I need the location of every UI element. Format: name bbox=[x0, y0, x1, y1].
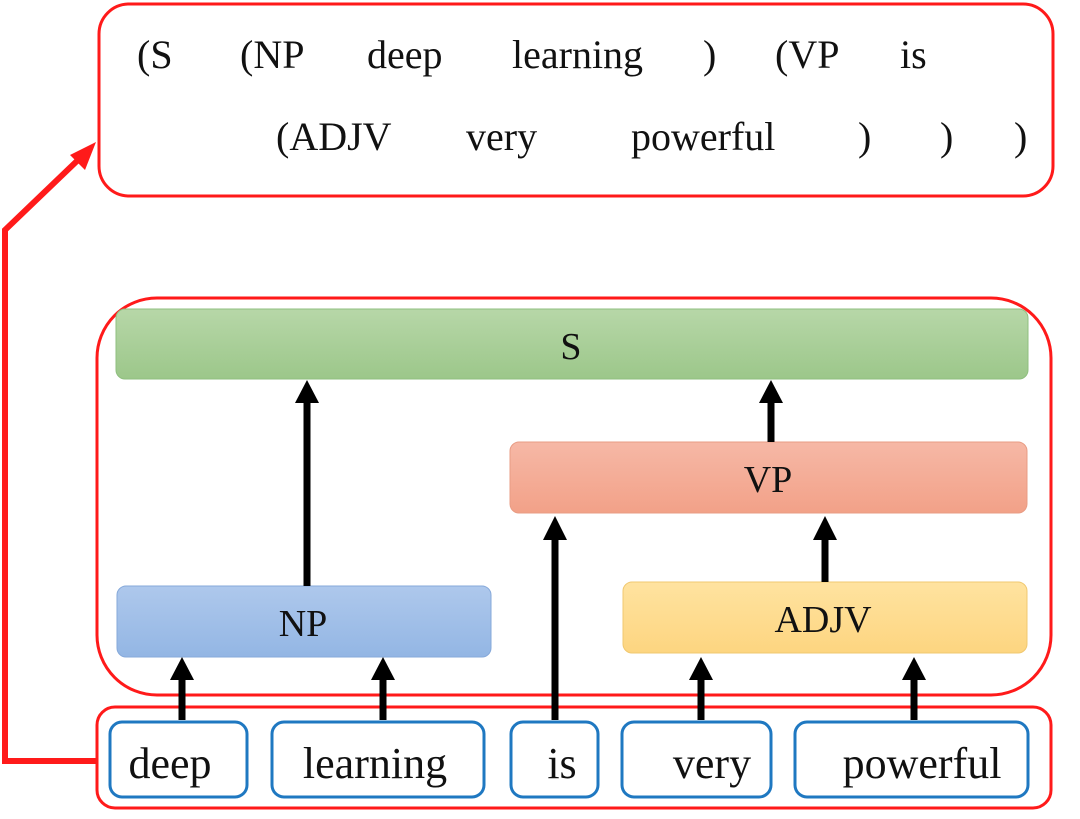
bracket-line-1: (S (NP deep learning ) (VP is bbox=[137, 32, 927, 77]
word-label-powerful: powerful bbox=[843, 739, 1002, 788]
word-box-very bbox=[620, 720, 773, 799]
bracket-token: powerful bbox=[631, 114, 775, 159]
word-label-learning: learning bbox=[303, 739, 447, 788]
arrow-powerful-to-adjv bbox=[902, 657, 926, 720]
arrow-is-to-vp bbox=[543, 516, 567, 720]
bracket-token: very bbox=[466, 114, 537, 159]
bracket-token: (S bbox=[137, 32, 173, 77]
bracket-token: learning bbox=[512, 32, 643, 77]
node-s-label: S bbox=[560, 326, 581, 368]
bracket-token: (VP bbox=[775, 32, 839, 77]
bracket-token: ) bbox=[1014, 114, 1027, 159]
arrow-adjv-to-vp bbox=[813, 516, 837, 582]
word-label-is: is bbox=[547, 739, 576, 788]
connector-arrow bbox=[2, 142, 97, 764]
bracket-token: ) bbox=[940, 114, 953, 159]
tree-arrows bbox=[170, 380, 926, 720]
node-vp-label: VP bbox=[744, 459, 793, 501]
bracket-token: ) bbox=[703, 32, 716, 77]
arrow-learning-to-np bbox=[371, 657, 395, 720]
bracket-token: is bbox=[900, 32, 927, 77]
word-label-deep: deep bbox=[128, 739, 211, 788]
bracket-token: deep bbox=[367, 32, 443, 77]
bracket-line-2: (ADJV very powerful ) ) ) bbox=[276, 114, 1027, 159]
arrow-vp-to-s bbox=[759, 380, 783, 442]
word-label-very: very bbox=[673, 739, 751, 788]
word-box-learning bbox=[270, 720, 486, 799]
connector-arrowhead bbox=[70, 142, 96, 170]
word-box-is bbox=[509, 720, 600, 799]
node-np-label: NP bbox=[279, 603, 328, 645]
arrow-deep-to-np bbox=[170, 657, 194, 720]
bracket-token: ) bbox=[858, 114, 871, 159]
bracket-token: (NP bbox=[240, 32, 304, 77]
node-adjv-label: ADJV bbox=[774, 599, 872, 641]
arrow-np-to-s bbox=[295, 380, 319, 586]
arrow-very-to-adjv bbox=[689, 657, 713, 720]
connector-line bbox=[2, 157, 97, 764]
node-s-box bbox=[115, 308, 1029, 380]
word-box-powerful bbox=[793, 720, 1030, 799]
bracket-notation-frame bbox=[97, 2, 1055, 198]
word-box-deep bbox=[108, 720, 249, 799]
bracket-token: (ADJV bbox=[276, 114, 392, 159]
